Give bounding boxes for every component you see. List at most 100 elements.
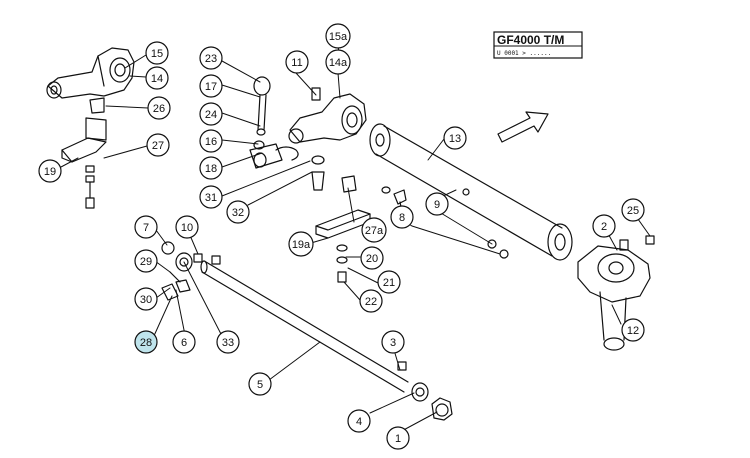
callout-label: 27a xyxy=(365,225,384,237)
callout-label: 26 xyxy=(153,103,165,115)
callout-circle xyxy=(172,330,196,354)
callout-26: 26 xyxy=(147,96,171,120)
callout-circle xyxy=(175,215,199,239)
callout-circle xyxy=(425,192,449,216)
callout-12: 12 xyxy=(621,318,645,342)
callout-label: 9 xyxy=(434,199,440,211)
callout-group: 1514262719231724161831321115a14a139827a1… xyxy=(38,23,645,450)
callout-circle xyxy=(285,50,309,74)
callout-14: 14 xyxy=(145,66,169,90)
callout-29: 29 xyxy=(134,249,158,273)
callout-circle xyxy=(361,217,387,243)
callout-label: 19 xyxy=(44,166,56,178)
callout-label: 1 xyxy=(395,433,401,445)
callout-circle xyxy=(199,156,223,180)
drive-shaft xyxy=(200,260,409,393)
callout-label: 7 xyxy=(143,222,149,234)
callout-11: 11 xyxy=(285,50,309,74)
callout-label: 24 xyxy=(205,109,217,121)
front-support-bracket xyxy=(46,47,135,209)
callout-circle xyxy=(216,330,240,354)
callout-label: 15a xyxy=(329,31,348,43)
callout-16: 16 xyxy=(199,129,223,153)
callout-label: 32 xyxy=(232,207,244,219)
callout-3: 3 xyxy=(381,330,405,354)
callout-circle xyxy=(134,330,158,354)
callout-circle xyxy=(248,372,272,396)
callout-31: 31 xyxy=(199,185,223,209)
callout-2: 2 xyxy=(592,214,616,238)
callout-5: 5 xyxy=(248,372,272,396)
callout-label: 11 xyxy=(291,57,302,69)
king-pin-assembly xyxy=(249,76,299,169)
callout-label: 22 xyxy=(365,296,377,308)
callout-23: 23 xyxy=(199,46,223,70)
callout-32: 32 xyxy=(226,200,250,224)
model-subtitle: U 0001 > ...... xyxy=(497,50,551,57)
callout-label: 12 xyxy=(627,325,639,337)
callout-4: 4 xyxy=(347,409,371,433)
callout-label: 13 xyxy=(449,133,461,145)
callout-label: 29 xyxy=(140,256,152,268)
model-info-box: GF4000 T/M U 0001 > ...... xyxy=(493,31,583,59)
callout-17: 17 xyxy=(199,74,223,98)
callout-circle xyxy=(38,159,62,183)
shaft-end-parts xyxy=(161,241,221,301)
callout-label: 21 xyxy=(383,277,395,289)
callout-circle xyxy=(592,214,616,238)
callout-label: 19a xyxy=(292,239,311,251)
callout-circle xyxy=(146,133,170,157)
callout-label: 20 xyxy=(366,253,378,265)
callout-circle xyxy=(347,409,371,433)
callout-label: 31 xyxy=(205,192,217,204)
callout-label: 25 xyxy=(627,205,639,217)
callout-28: 28 xyxy=(134,330,158,354)
callout-24: 24 xyxy=(199,102,223,126)
callout-circle xyxy=(381,330,405,354)
callout-label: 33 xyxy=(222,337,234,349)
callout-circle xyxy=(360,246,384,270)
callout-circle xyxy=(621,198,645,222)
callout-circle xyxy=(199,129,223,153)
callout-circle xyxy=(226,200,250,224)
callout-circle xyxy=(443,126,467,150)
callout-label: 17 xyxy=(205,81,217,93)
callout-circle xyxy=(134,215,158,239)
callout-20: 20 xyxy=(360,246,384,270)
callout-label: 23 xyxy=(205,53,217,65)
callout-circle xyxy=(199,185,223,209)
main-axle-beam xyxy=(369,123,573,261)
drive-end-parts xyxy=(397,361,453,421)
callout-circle xyxy=(386,426,410,450)
callout-33: 33 xyxy=(216,330,240,354)
callout-circle xyxy=(325,23,351,49)
callout-1: 1 xyxy=(386,426,410,450)
callout-label: 16 xyxy=(205,136,217,148)
callout-label: 6 xyxy=(181,337,187,349)
leader-lines xyxy=(60,45,651,434)
callout-label: 18 xyxy=(205,163,217,175)
callout-label: 30 xyxy=(140,294,152,306)
callout-27: 27 xyxy=(146,133,170,157)
callout-circle xyxy=(145,41,169,65)
callout-label: 2 xyxy=(601,221,607,233)
direction-arrow xyxy=(497,111,549,143)
callout-label: 4 xyxy=(356,416,362,428)
callout-13: 13 xyxy=(443,126,467,150)
callout-circle xyxy=(288,231,314,257)
model-title: GF4000 T/M xyxy=(497,33,564,47)
callout-label: 3 xyxy=(390,337,396,349)
parts-drawing xyxy=(46,45,655,434)
callout-circle xyxy=(134,249,158,273)
callout-label: 27 xyxy=(152,140,164,152)
callout-27a: 27a xyxy=(361,217,387,243)
callout-circle xyxy=(199,102,223,126)
callout-25: 25 xyxy=(621,198,645,222)
callout-label: 28 xyxy=(140,337,152,349)
callout-label: 5 xyxy=(257,379,263,391)
callout-label: 14a xyxy=(329,57,348,69)
callout-label: 8 xyxy=(399,212,405,224)
callout-6: 6 xyxy=(172,330,196,354)
callout-label: 14 xyxy=(151,73,163,85)
